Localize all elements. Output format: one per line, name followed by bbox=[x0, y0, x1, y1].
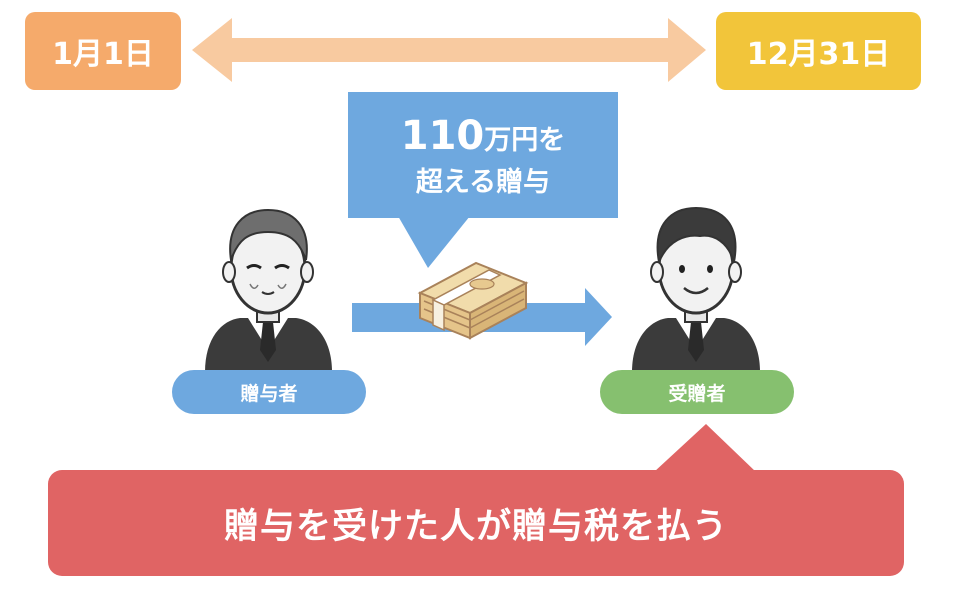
conclusion-text: 贈与を受けた人が贈与税を払う bbox=[223, 506, 728, 547]
young-man-icon bbox=[632, 206, 760, 372]
gift-amount-line: 110万円を bbox=[348, 115, 618, 165]
gift-callout bbox=[348, 92, 618, 268]
conclusion-banner bbox=[48, 424, 904, 576]
timeline-double-arrow bbox=[192, 18, 706, 82]
start-date-label: 1月1日 bbox=[52, 37, 154, 72]
elderly-man-icon bbox=[205, 208, 332, 372]
giver-label: 贈与者 bbox=[240, 382, 298, 405]
receiver-label: 受贈者 bbox=[668, 382, 726, 405]
gift-amount-number: 110 bbox=[400, 113, 485, 159]
gift-description-line: 超える贈与 bbox=[415, 167, 551, 198]
end-date-label: 12月31日 bbox=[746, 37, 891, 72]
receiver-label-pill: 受贈者 bbox=[600, 370, 794, 414]
cash-bundle-icon bbox=[417, 261, 529, 340]
giver-label-pill: 贈与者 bbox=[172, 370, 366, 414]
start-date-box: 1月1日 bbox=[25, 12, 181, 90]
gift-amount-unit: 万円を bbox=[484, 125, 566, 156]
end-date-box: 12月31日 bbox=[716, 12, 921, 90]
